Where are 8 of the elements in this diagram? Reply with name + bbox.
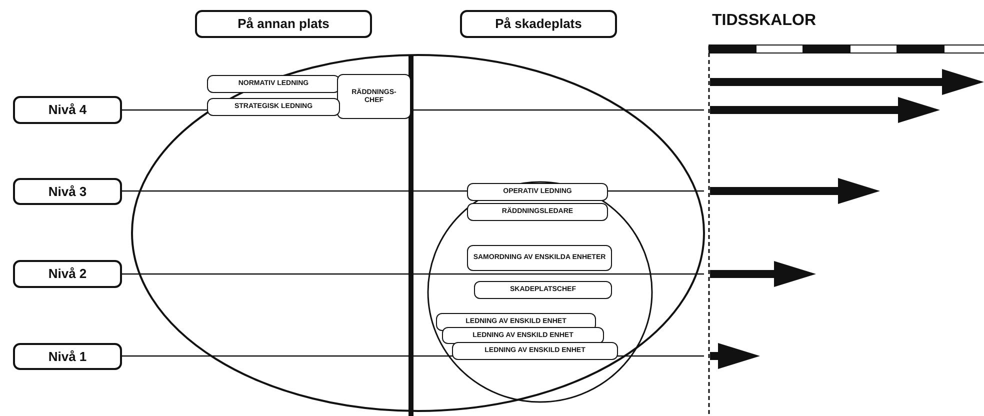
level-line [122, 273, 704, 275]
place-heading-box: På skadeplats [460, 10, 617, 38]
level-box: Nivå 2 [13, 260, 122, 288]
level-box: Nivå 1 [13, 343, 122, 370]
level-box: Nivå 3 [13, 178, 122, 205]
place-heading-box: På annan plats [195, 10, 372, 38]
section-heading: TIDSSKALOR [712, 12, 816, 30]
level-box: Nivå 4 [13, 96, 122, 124]
